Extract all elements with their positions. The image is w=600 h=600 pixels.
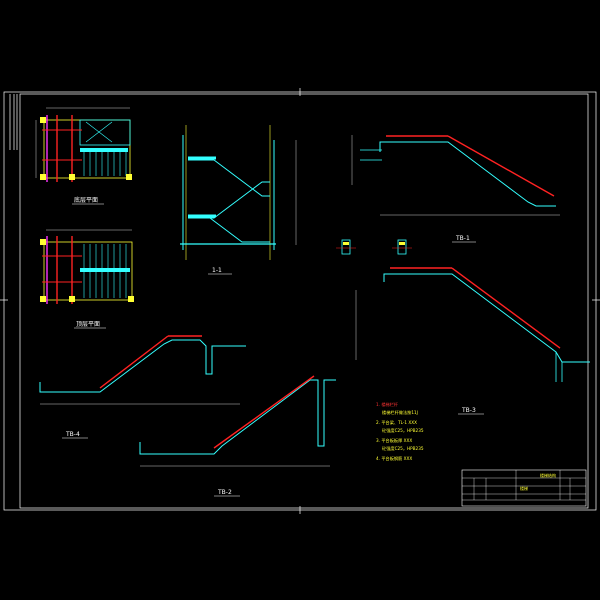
note-2: 2. 平台梁、TL-1 XXX (376, 419, 417, 426)
note-4: 4. 平台板钢筋 XXX (376, 455, 412, 462)
title-block: 楼梯 楼梯结构 (461, 469, 587, 507)
drawing-frame (0, 88, 600, 514)
tb4-title: TB-4 (65, 431, 80, 438)
tb2-detail: TB-2 (139, 375, 336, 497)
section-1-1-title: 1-1 (212, 267, 222, 274)
plan-top-title: 底层平面 (74, 196, 98, 204)
section-1-1: 1-1 (180, 125, 297, 275)
plan-bottom-title: 顶层平面 (76, 321, 100, 328)
title-block-name: 楼梯 (520, 485, 528, 491)
tb1-detail: TB-1 (351, 135, 560, 243)
plan-top: 底层平面 (35, 107, 132, 205)
small-sections (336, 239, 412, 255)
tb2-title: TB-2 (217, 489, 232, 496)
title-block-sub: 楼梯结构 (540, 472, 556, 478)
note-1: 1. 楼梯栏杆 (376, 401, 399, 408)
note-3: 3. 平台板板厚 XXX (376, 437, 412, 444)
tb4-detail: TB-4 (39, 335, 246, 439)
note-3-cont: 砼强度C25，HPB235 (382, 445, 424, 452)
tb3-detail: TB-3 (355, 267, 590, 415)
tb1-title: TB-1 (455, 235, 470, 242)
tb3-title: TB-3 (461, 407, 476, 414)
note-2-cont: 砼强度C25，HPB235 (382, 427, 424, 434)
plan-bottom: 顶层平面 (40, 229, 134, 329)
note-1-cont: 楼梯栏杆做法按11J (382, 409, 418, 416)
notes: 1. 楼梯栏杆 楼梯栏杆做法按11J 2. 平台梁、TL-1 XXX 砼强度C2… (376, 401, 424, 462)
